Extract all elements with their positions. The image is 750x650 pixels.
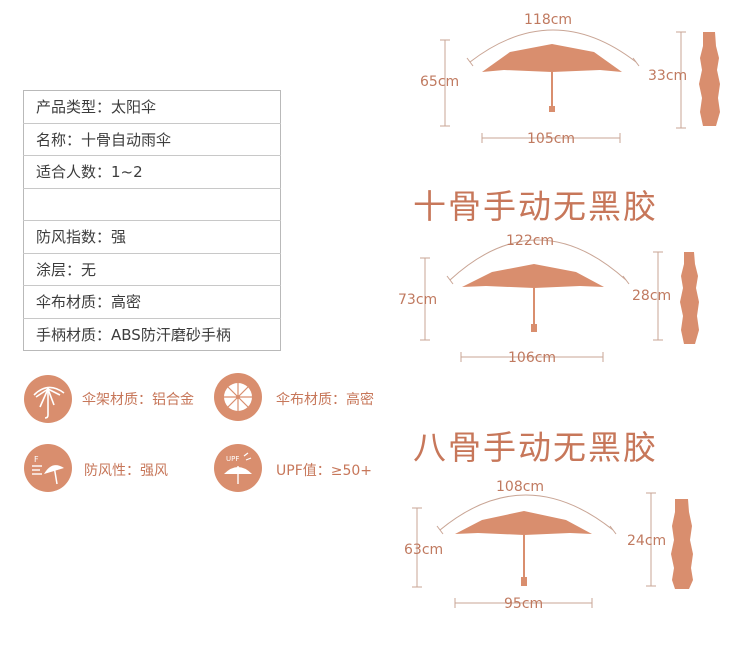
spec-value: 强 <box>111 228 127 247</box>
spec-label: 涂层： <box>36 260 82 279</box>
dim-height-2: 73cm <box>398 292 438 308</box>
spec-cell: 适合人数：1~2 <box>23 155 281 189</box>
dim-width-bottom-1: 105cm <box>527 131 576 147</box>
dim-height-3: 63cm <box>404 542 444 558</box>
umbrella-canopy-3 <box>455 511 592 535</box>
upf-umbrella-icon: UPF <box>214 444 262 492</box>
spec-label: 手柄材质： <box>36 325 112 344</box>
spec-label: 适合人数： <box>36 163 112 182</box>
umbrella-handle-3 <box>521 577 527 586</box>
dim-width-bottom-3: 95cm <box>504 596 544 612</box>
spec-row: 产品类型：太阳伞 <box>23 90 281 124</box>
heading-eight-rib: 八骨手动无黑胶 <box>413 428 658 467</box>
spec-row: 防风指数：强 <box>23 220 281 254</box>
dim-width-top-2: 122cm <box>506 233 555 249</box>
dim-width-bottom-2: 106cm <box>508 350 557 366</box>
umbrella-canopy-1 <box>482 44 622 72</box>
spec-cell: 手柄材质：ABS防汗磨砂手柄 <box>24 318 281 351</box>
dim-width-top-3: 108cm <box>496 479 545 495</box>
spec-cell: 产品类型：太阳伞 <box>23 90 281 124</box>
spec-row: 涂层：无 <box>23 253 281 286</box>
spec-label: 产品类型： <box>36 98 112 117</box>
umbrella-handle-1 <box>549 106 555 112</box>
umbrella-handle-2 <box>531 324 537 332</box>
spec-value: 太阳伞 <box>111 98 157 117</box>
folded-umbrella-1 <box>699 32 720 126</box>
spec-row <box>23 188 281 221</box>
spec-row: 名称：十骨自动雨伞 <box>23 123 281 156</box>
spec-row: 伞布材质：高密 <box>23 285 281 319</box>
spec-row: 适合人数：1~2 <box>23 155 281 189</box>
spec-value: 高密 <box>111 293 142 312</box>
umbrella-shaft-3 <box>523 535 525 577</box>
feature-fabric-text: 伞布材质：高密 <box>276 392 374 408</box>
umbrella-shaft-2 <box>533 288 535 324</box>
width-arc-3 <box>439 494 614 531</box>
dim-folded-3: 24cm <box>627 533 667 549</box>
windproof-umbrella-icon: F <box>24 444 72 492</box>
spec-cell: 伞布材质：高密 <box>23 285 281 319</box>
umbrella-shaft-1 <box>551 72 553 106</box>
width-arc-2 <box>449 239 627 281</box>
umbrella-canopy-2 <box>462 264 604 288</box>
spec-cell: 防风指数：强 <box>23 220 281 254</box>
umbrella-frame-icon <box>24 375 72 423</box>
spec-row: 手柄材质：ABS防汗磨砂手柄 <box>24 318 281 351</box>
upf-label: UPF <box>226 455 239 463</box>
spec-value: 十骨自动雨伞 <box>81 130 172 149</box>
dim-width-top-1: 118cm <box>524 12 573 28</box>
spec-value: 1~2 <box>111 163 143 182</box>
spec-label: 伞布材质： <box>36 293 112 312</box>
folded-umbrella-2 <box>680 252 699 344</box>
dim-folded-2: 28cm <box>632 288 672 304</box>
spec-cell <box>23 188 281 221</box>
feature-upf-text: UPF值：≥50+ <box>276 463 373 479</box>
wind-label: F <box>34 455 39 464</box>
dim-height-1: 65cm <box>420 74 460 90</box>
spec-value: ABS防汗磨砂手柄 <box>111 325 231 344</box>
feature-wind-text: 防风性：强风 <box>84 463 168 479</box>
feature-frame-text: 伞架材质：铝合金 <box>82 392 194 408</box>
spec-label: 名称： <box>36 130 82 149</box>
spec-cell: 名称：十骨自动雨伞 <box>23 123 281 156</box>
spec-label: 防风指数： <box>36 228 112 247</box>
heading-ten-rib: 十骨手动无黑胶 <box>413 187 658 226</box>
folded-umbrella-3 <box>671 499 693 589</box>
spec-value: 无 <box>81 260 97 279</box>
dim-folded-1: 33cm <box>648 68 688 84</box>
width-arc-1 <box>469 29 637 63</box>
umbrella-top-icon <box>214 373 262 421</box>
spec-cell: 涂层：无 <box>23 253 281 286</box>
